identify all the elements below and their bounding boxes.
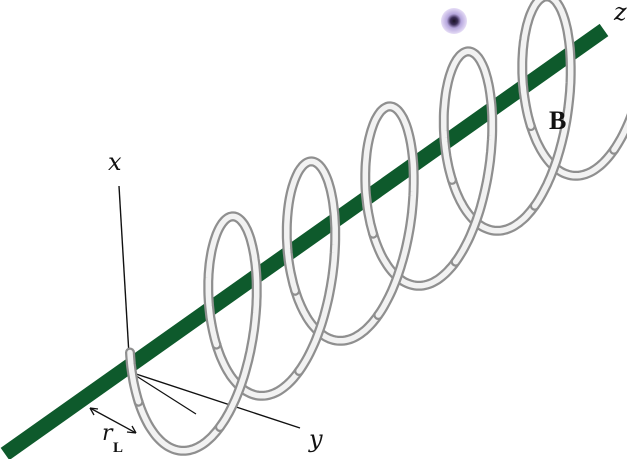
radius-subscript-label: L bbox=[113, 440, 123, 456]
helix-segment-6-highlight bbox=[362, 103, 417, 318]
helix-segment-1-highlight bbox=[135, 398, 223, 454]
radius-label: r bbox=[102, 421, 114, 446]
helix-segment-12-highlight bbox=[611, 119, 627, 153]
helix-segment-2-highlight bbox=[205, 213, 260, 430]
helix-front-segments bbox=[125, 0, 627, 432]
helix-segment-5-highlight bbox=[292, 288, 382, 344]
helix-back-segments bbox=[133, 121, 619, 456]
y-axis-line bbox=[129, 371, 301, 429]
magnetic-field-line bbox=[0, 23, 609, 459]
radius-arrow bbox=[89, 407, 137, 434]
radius-line bbox=[129, 371, 197, 415]
x-axis-label: x bbox=[108, 148, 122, 176]
helix-segment-10-highlight bbox=[519, 0, 574, 209]
helix-segment-11-highlight bbox=[528, 123, 617, 179]
helix-segment-7-highlight bbox=[370, 230, 459, 289]
helix-segment-0-highlight bbox=[127, 349, 142, 405]
helix-segment-9-highlight bbox=[449, 177, 538, 234]
helix-segment-8-highlight bbox=[441, 48, 495, 265]
x-axis-line bbox=[118, 185, 131, 373]
charged-particle-icon bbox=[441, 8, 467, 34]
helix-segment-3-highlight bbox=[213, 341, 302, 399]
coordinate-axes bbox=[118, 185, 301, 429]
z-axis-label: z bbox=[613, 0, 627, 26]
helix-segment-4-highlight bbox=[284, 158, 338, 374]
y-axis-label: y bbox=[308, 425, 323, 453]
field-label: B bbox=[549, 106, 566, 135]
